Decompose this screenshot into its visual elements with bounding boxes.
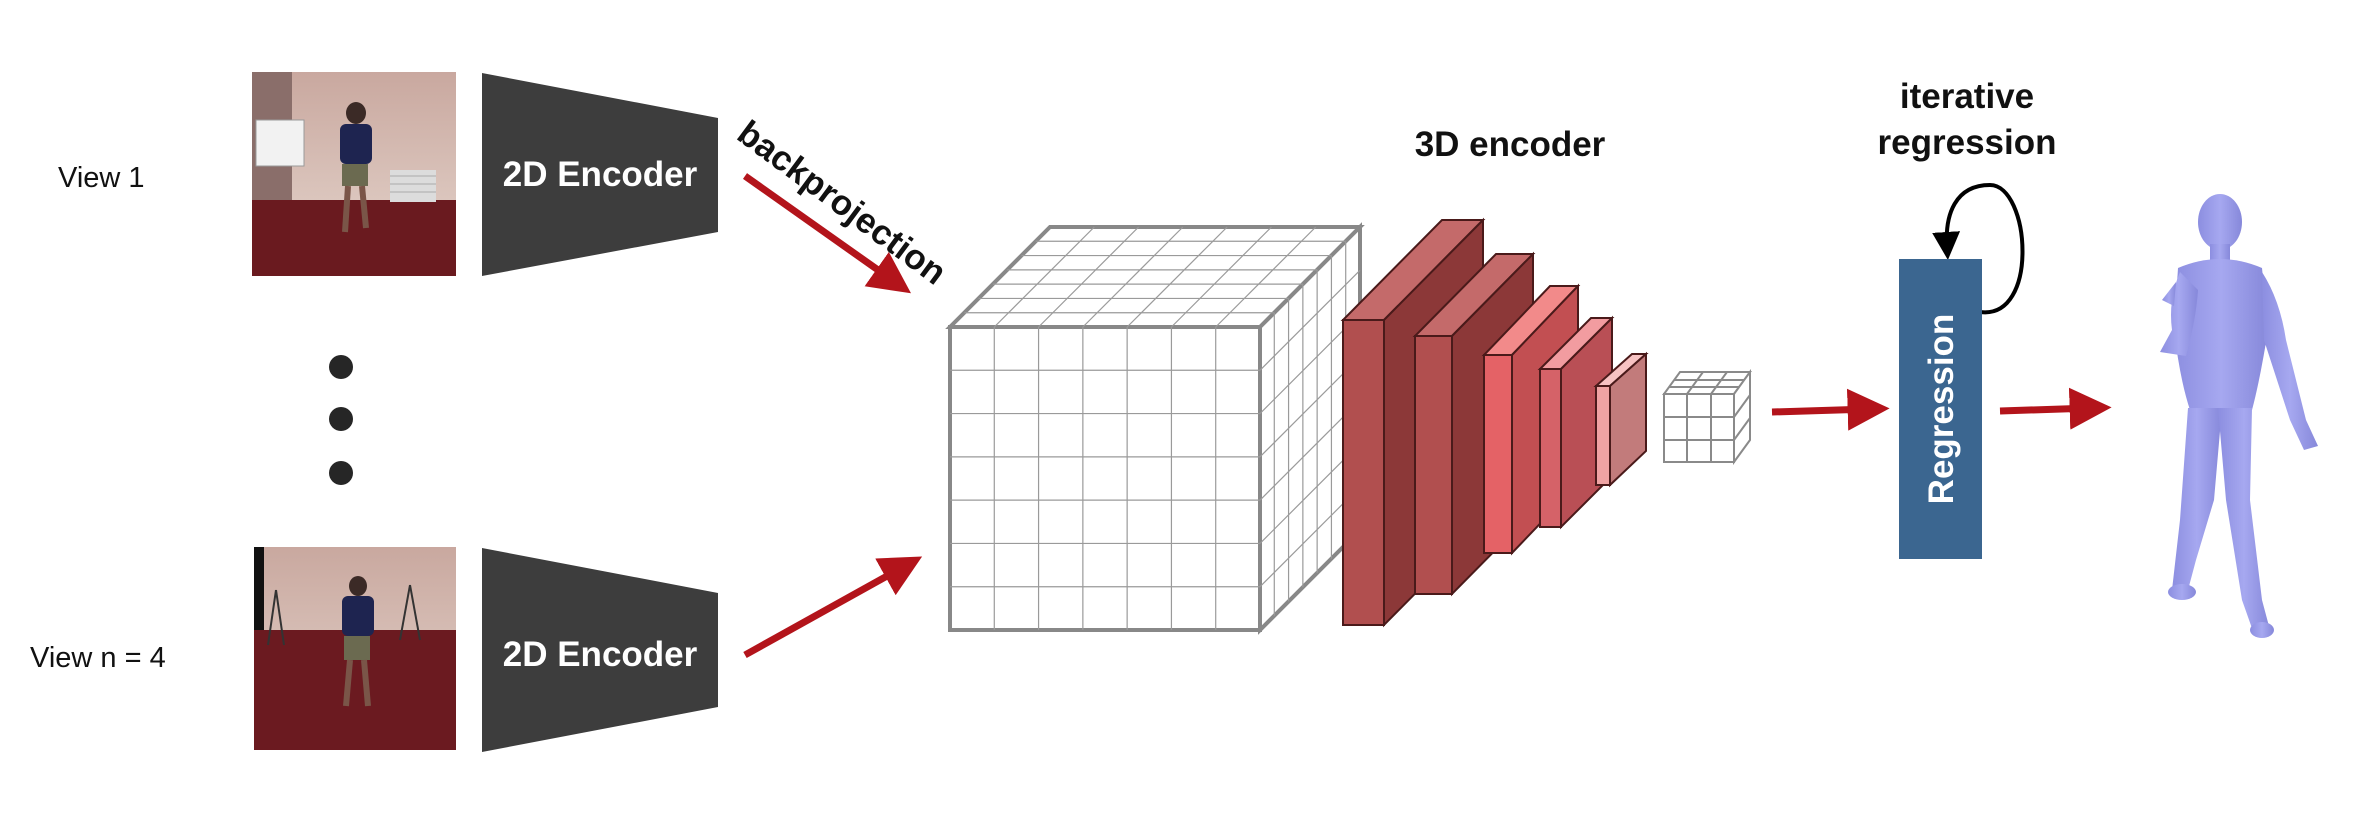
- voxel-grid-line: [1259, 269, 1361, 371]
- arrow-to-mesh: [1999, 387, 2112, 430]
- encoder-3d-layers: [1340, 217, 1649, 628]
- backprojection-arrow-bottom: [743, 556, 923, 659]
- regression-block: [1899, 259, 1982, 559]
- view-1-label: View 1: [58, 162, 145, 194]
- small-feature-cube: [1662, 368, 1752, 466]
- voxel-grid-line: [1126, 226, 1228, 328]
- arrow-to-regression: [1771, 388, 1890, 431]
- voxel-grid-line: [1082, 226, 1184, 328]
- iterative-loop-arrow: [1932, 182, 2025, 315]
- human-mesh-output: [2160, 194, 2318, 638]
- voxel-grid-line: [1038, 226, 1139, 328]
- backprojection-label: backprojection: [730, 113, 953, 292]
- encoder-2d-top-shape: [482, 73, 718, 276]
- encoder-3d-block-5: [1593, 351, 1649, 488]
- iterative-label-line2: regression: [1878, 123, 2057, 162]
- more-views-ellipsis: [329, 355, 353, 485]
- iterative-label-line1: iterative: [1900, 77, 2034, 116]
- view-n-label: View n = 4: [30, 642, 166, 674]
- voxel-grid-line: [1215, 226, 1317, 328]
- view-1-image: [252, 72, 456, 276]
- voxel-volume: [945, 222, 1365, 635]
- encoder-2d-top-label: 2D Encoder: [503, 155, 698, 194]
- encoder-3d-label: 3D encoder: [1415, 125, 1606, 164]
- encoder-2d-bottom-shape: [482, 548, 718, 752]
- encoder-2d-bottom-label: 2D Encoder: [503, 635, 698, 674]
- voxel-grid-line: [1171, 226, 1272, 328]
- voxel-grid-line: [993, 226, 1095, 328]
- backprojection-arrow-top: [742, 173, 912, 294]
- regression-label: Regression: [1922, 314, 1961, 505]
- view-n-image: [254, 547, 456, 750]
